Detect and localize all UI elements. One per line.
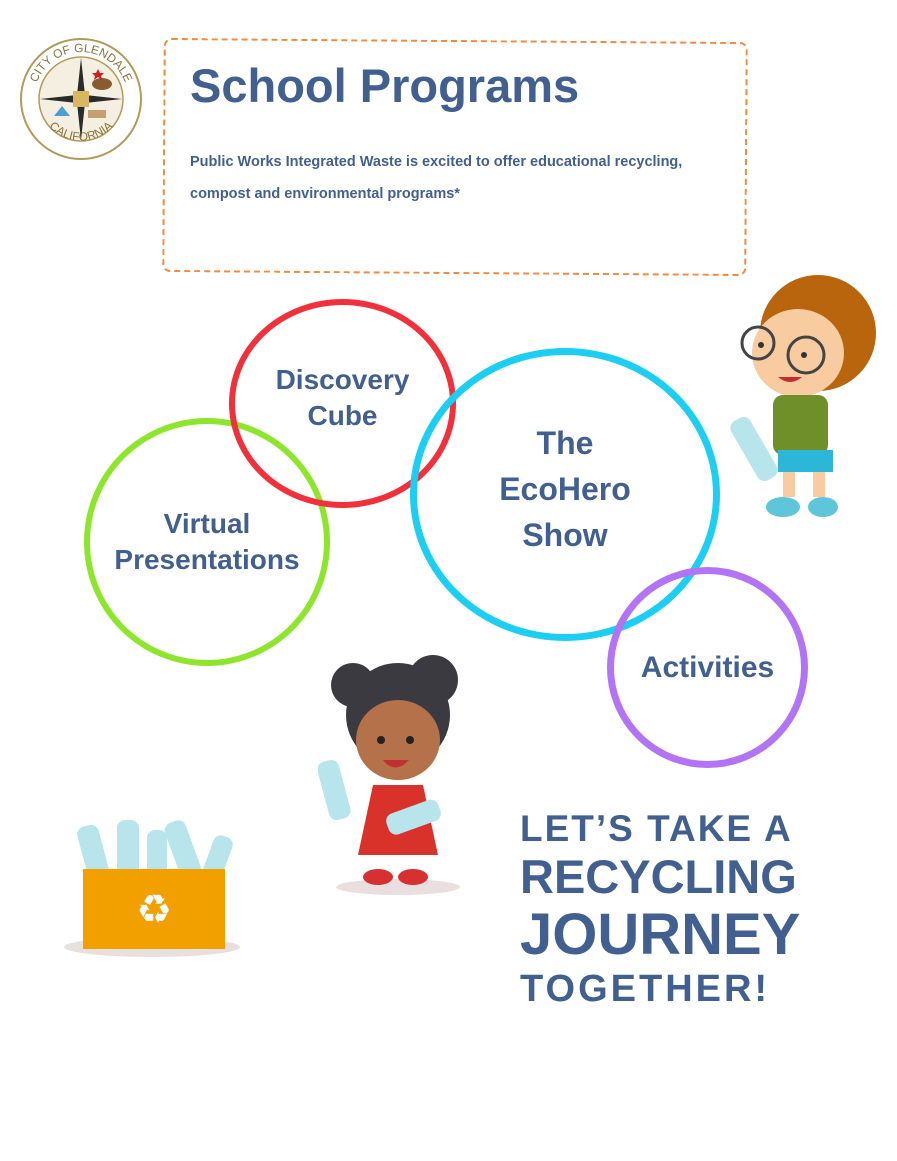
program-activities: Activities [607,567,808,768]
program-label: Virtual [163,508,251,539]
program-label: Presentations [114,544,300,575]
program-label: The [536,424,594,461]
program-label: Discovery [275,363,410,395]
program-label: Activities [640,650,775,684]
program-label: EcoHero [499,470,631,507]
city-seal-logo: CITY OF GLENDALE CALIFORNIA [18,36,144,162]
girl-illustration [317,645,483,895]
slogan: LET’S TAKE A RECYCLING JOURNEY TOGETHER! [520,810,800,1008]
slogan-line: TOGETHER! [520,968,771,1010]
program-label: Show [522,516,608,553]
slogan-line: LET’S TAKE A [520,808,793,849]
page-description: Public Works Integrated Waste is excited… [190,154,683,202]
program-label: Cube [307,399,378,431]
recycle-icon: ♻ [136,888,172,932]
boy-illustration [728,275,883,525]
page-title: School Programs [190,59,580,112]
slogan-line: JOURNEY [520,902,801,967]
slogan-line: RECYCLING [520,850,797,903]
recycling-bin-illustration: ♻ [62,815,242,965]
